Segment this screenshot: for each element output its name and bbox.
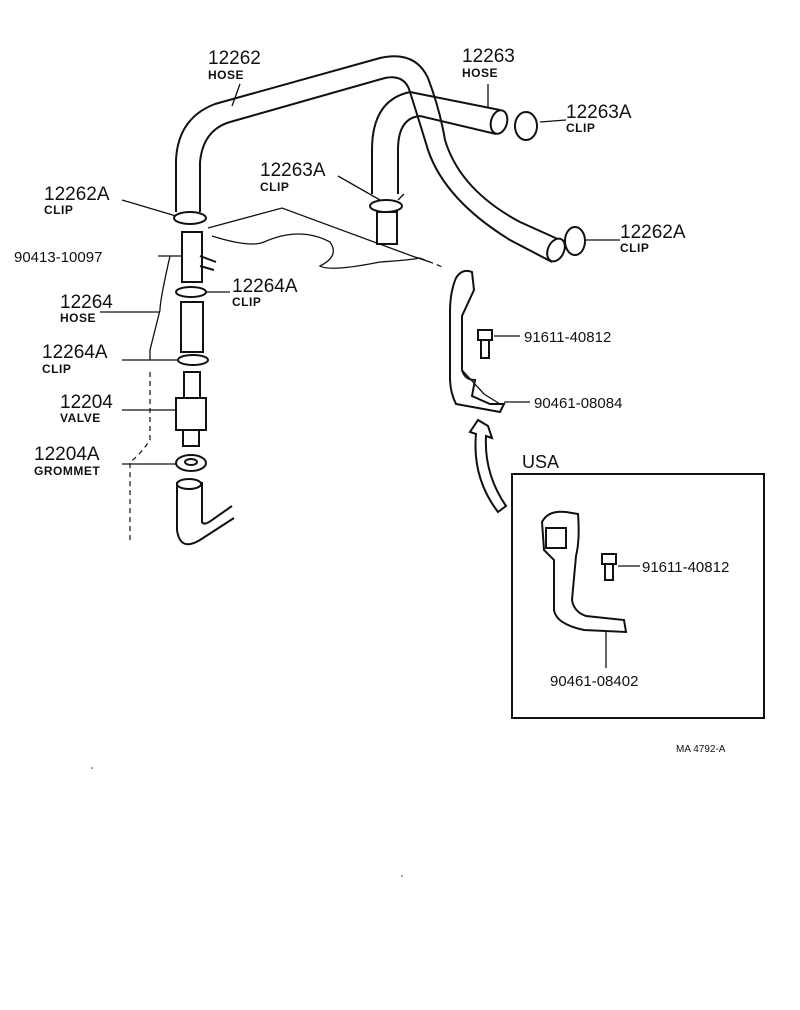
part-number: 12264 (60, 292, 113, 313)
part-name: CLIP (44, 203, 73, 217)
part-name: GROMMET (34, 464, 100, 478)
part-number: 12263 (462, 46, 515, 67)
part-number: 12262 (208, 48, 261, 69)
part-number: 90413-10097 (14, 249, 102, 266)
grommet-12204a-shape (175, 454, 207, 472)
usa-inset-box (511, 473, 765, 719)
part-name: VALVE (60, 411, 101, 425)
part-name: HOSE (208, 68, 244, 82)
part-number: 91611-40812 (524, 329, 611, 346)
bracket-90461-08402-shape (540, 510, 628, 634)
clip-12264a-upper-shape (175, 286, 207, 298)
part-number: 12264A (232, 276, 298, 297)
callout-hose-12264: 12264 HOSE (60, 292, 113, 325)
bolt-91611-main-shape (477, 329, 493, 359)
part-name: HOSE (462, 66, 498, 80)
bolt-91611-usa-shape (601, 553, 617, 581)
speck (401, 875, 403, 877)
hose-12262-shape (175, 55, 566, 263)
part-name: HOSE (60, 311, 96, 325)
callout-grommet-12204a: 12204A GROMMET (34, 444, 100, 478)
part-name: CLIP (620, 241, 649, 255)
part-number: 91611-40812 (642, 559, 729, 576)
callout-bolt-91611-usa: 91611-40812 (642, 559, 729, 576)
plate-outline-curve (211, 233, 421, 269)
callout-union-90413: 90413-10097 (14, 249, 102, 266)
callout-bolt-91611-main: 91611-40812 (524, 329, 611, 346)
part-name: CLIP (232, 295, 261, 309)
part-number: 12263A (260, 160, 326, 181)
callout-clip-12262a-right: 12262A CLIP (620, 222, 686, 255)
lower-hose-outer (176, 482, 235, 546)
leader-lines (100, 83, 640, 668)
hose-12263-shape (371, 90, 509, 194)
part-number: 90461-08402 (550, 673, 638, 690)
part-number: 12264A (42, 342, 108, 363)
part-name: CLIP (42, 362, 71, 376)
part-number: 90461-08084 (534, 395, 622, 412)
assembly-dash (129, 372, 151, 540)
callout-clip-12262a-left: 12262A CLIP (44, 184, 110, 217)
part-number: 12204 (60, 392, 113, 413)
callout-hose-12263: 12263 HOSE (462, 46, 515, 80)
clip-12263a-right-shape (514, 111, 538, 141)
bracket-90461-08084-shape (449, 269, 506, 414)
part-number: 12262A (44, 184, 110, 205)
clip-12264a-lower-shape (177, 354, 209, 366)
lower-hose-end (176, 478, 202, 490)
usa-inset-title: USA (522, 452, 559, 472)
plate-dash (419, 257, 446, 269)
speck (91, 767, 93, 769)
part-name: CLIP (566, 121, 595, 135)
callout-bracket-90461-08084: 90461-08084 (534, 395, 622, 412)
figure-code: MA 4792-A (676, 744, 726, 755)
valve-12204-shape (175, 371, 207, 447)
part-number: 12263A (566, 102, 632, 123)
part-name: CLIP (260, 180, 289, 194)
lower-hose-inner (201, 482, 233, 525)
callout-hose-12262: 12262 HOSE (208, 48, 261, 82)
part-number: 12262A (620, 222, 686, 243)
callout-clip-12263a-mid: 12263A CLIP (260, 160, 326, 194)
callout-bracket-90461-08402: 90461-08402 (550, 673, 638, 690)
pipe-stub-shape (376, 211, 398, 245)
inset-arrow (468, 418, 508, 514)
callout-valve-12204: 12204 VALVE (60, 392, 113, 425)
clip-12262a-left-shape (173, 211, 207, 225)
part-number: 12204A (34, 444, 100, 465)
assembly-guide (149, 255, 171, 360)
callout-clip-12264a-upper: 12264A CLIP (232, 276, 298, 309)
union-90413-shape (181, 231, 217, 283)
callout-clip-12263a-right: 12263A CLIP (566, 102, 632, 135)
hose-12264-shape (180, 301, 204, 353)
callout-clip-12264a-lower: 12264A CLIP (42, 342, 108, 376)
clip-12262a-right-shape (564, 226, 586, 256)
